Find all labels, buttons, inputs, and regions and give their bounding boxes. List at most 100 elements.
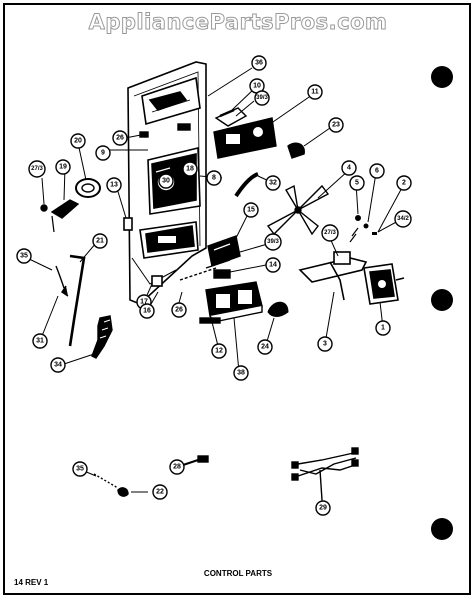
- knob-24: [267, 301, 289, 317]
- callout-31: 31: [32, 333, 48, 349]
- svg-text:39/3: 39/3: [256, 95, 268, 101]
- svg-text:20: 20: [74, 138, 82, 145]
- svg-text:34: 34: [54, 362, 62, 369]
- svg-text:38: 38: [237, 370, 245, 377]
- callout-35-left: 35: [16, 248, 32, 264]
- fan-blade: [266, 184, 330, 236]
- svg-text:27/3: 27/3: [31, 166, 43, 172]
- callout-39-3-lower: 39/3: [264, 233, 282, 251]
- svg-text:9: 9: [101, 150, 105, 157]
- callout-14: 14: [265, 257, 281, 273]
- svg-text:29: 29: [319, 505, 327, 512]
- callout-34-2: 34/2: [394, 210, 412, 228]
- diagram-caption: CONTROL PARTS: [203, 569, 273, 578]
- callout-5: 5: [349, 175, 365, 191]
- page-reference: 14 REV 1: [14, 578, 49, 587]
- svg-text:26: 26: [175, 307, 183, 314]
- svg-text:2: 2: [402, 180, 406, 187]
- svg-text:8: 8: [212, 175, 216, 182]
- svg-text:5: 5: [355, 180, 359, 187]
- callout-6: 6: [369, 163, 385, 179]
- callout-4: 4: [341, 160, 357, 176]
- svg-text:21: 21: [96, 238, 104, 245]
- callout-2: 2: [396, 175, 412, 191]
- callout-34: 34: [50, 357, 66, 373]
- relay-15: [179, 235, 241, 281]
- svg-text:31: 31: [36, 338, 44, 345]
- upper-control-switch: [139, 107, 277, 159]
- motor-bracket: [298, 227, 368, 301]
- lower-switch-box: [199, 281, 263, 324]
- callout-13: 13: [106, 177, 122, 193]
- screws-5-6: [355, 215, 377, 235]
- svg-text:26: 26: [116, 135, 124, 142]
- svg-text:3: 3: [323, 341, 327, 348]
- callout-11: 11: [307, 84, 323, 100]
- callout-37-3-right: 27/3: [321, 224, 339, 242]
- callout-26-lower: 26: [171, 302, 187, 318]
- svg-text:24: 24: [261, 344, 269, 351]
- svg-text:14: 14: [269, 262, 277, 269]
- callout-1: 1: [375, 320, 391, 336]
- svg-text:12: 12: [215, 348, 223, 355]
- binder-hole-middle: [431, 289, 453, 311]
- svg-text:39/3: 39/3: [267, 239, 279, 245]
- loose-parts: [93, 447, 359, 501]
- svg-text:16: 16: [143, 308, 151, 315]
- callout-39-3-upper: 39/3: [254, 90, 270, 106]
- callout-10: 10: [249, 78, 265, 94]
- svg-text:1: 1: [381, 325, 385, 332]
- svg-text:15: 15: [247, 207, 255, 214]
- callout-22: 22: [152, 484, 168, 500]
- control-panel: [123, 61, 207, 305]
- svg-text:34/2: 34/2: [397, 216, 409, 222]
- binder-hole-bottom: [431, 518, 453, 540]
- svg-text:17: 17: [140, 299, 148, 306]
- svg-text:36: 36: [255, 60, 263, 67]
- callout-36: 36: [251, 55, 267, 71]
- callout-20: 20: [70, 133, 86, 149]
- callout-38: 38: [233, 365, 249, 381]
- svg-text:19: 19: [59, 164, 67, 171]
- svg-text:10: 10: [253, 83, 261, 90]
- knob-23: [287, 142, 305, 159]
- callout-9: 9: [95, 145, 111, 161]
- callout-18: 18: [182, 161, 198, 177]
- callout-30: 30: [158, 173, 174, 189]
- svg-text:35: 35: [20, 253, 28, 260]
- callout-23: 23: [328, 117, 344, 133]
- svg-text:27/3: 27/3: [324, 230, 336, 236]
- svg-text:30: 30: [162, 178, 170, 185]
- callout-21: 21: [92, 233, 108, 249]
- svg-text:23: 23: [332, 122, 340, 129]
- callout-32: 32: [265, 175, 281, 191]
- callout-35-bottom: 35: [72, 461, 88, 477]
- callout-3: 3: [317, 336, 333, 352]
- left-parts: [40, 178, 113, 359]
- callout-12: 12: [211, 343, 227, 359]
- callout-24: 24: [257, 339, 273, 355]
- callout-29: 29: [315, 500, 331, 516]
- callout-26-upper: 26: [112, 130, 128, 146]
- callout-8: 8: [206, 170, 222, 186]
- callout-37-3-left: 27/3: [28, 160, 46, 178]
- svg-text:22: 22: [156, 489, 164, 496]
- arc-part-32: [234, 172, 259, 198]
- binder-hole-top: [431, 66, 453, 88]
- svg-text:4: 4: [347, 165, 351, 172]
- watermark: AppliancePartsPros.com: [88, 10, 388, 35]
- callout-15: 15: [243, 202, 259, 218]
- callout-28: 28: [169, 459, 185, 475]
- page-border: [3, 3, 471, 595]
- callout-16: 16: [139, 303, 155, 319]
- svg-text:35: 35: [76, 466, 84, 473]
- svg-text:6: 6: [375, 168, 379, 175]
- svg-text:13: 13: [110, 182, 118, 189]
- svg-text:11: 11: [311, 89, 319, 96]
- callout-19: 19: [55, 159, 71, 175]
- svg-text:28: 28: [173, 464, 181, 471]
- svg-text:32: 32: [269, 180, 277, 187]
- motor-1: [363, 263, 405, 305]
- svg-text:18: 18: [186, 166, 194, 173]
